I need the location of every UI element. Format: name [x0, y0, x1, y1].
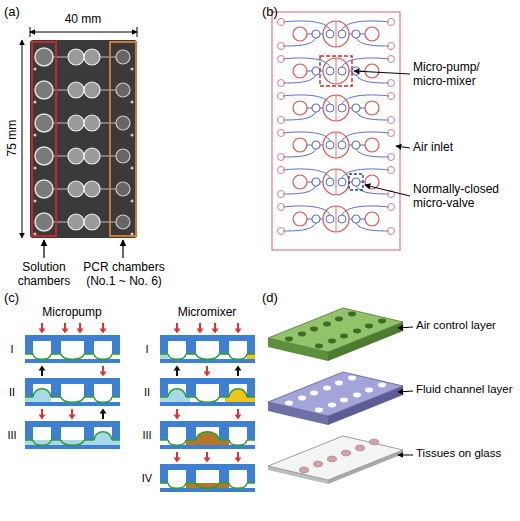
layer-label: Tissues on glass: [416, 447, 520, 461]
panel-label: (b): [262, 4, 292, 20]
layer-label: Fluid channel layer: [416, 383, 520, 397]
dimension-label: 75 mm: [5, 108, 19, 168]
part-label: Micro-pump/ micro-mixer: [413, 60, 513, 89]
step-number: II: [137, 386, 157, 399]
panel-label: (c): [4, 290, 34, 306]
micropump-states: [25, 323, 120, 449]
fluid-channel-layer: [268, 372, 403, 425]
step-number: III: [2, 429, 22, 442]
step-number: I: [137, 343, 157, 356]
leader-lines: [44, 240, 123, 258]
glass-slide: [268, 436, 403, 484]
step-number: II: [2, 386, 22, 399]
device-schematic: [272, 12, 400, 250]
step-number: I: [2, 343, 22, 356]
panel-label: (d): [262, 290, 292, 306]
part-label: Solution chambers: [4, 260, 84, 289]
micromixer-states: [160, 323, 255, 492]
dimension-label: 40 mm: [53, 12, 113, 26]
part-label: Normally-closed micro-valve: [413, 182, 518, 211]
step-number: III: [137, 429, 157, 442]
part-label: Air inlet: [413, 140, 513, 154]
air-control-layer: [268, 308, 403, 361]
device-photo: [30, 40, 137, 238]
part-label: PCR chambers (No.1 ~ No. 6): [78, 260, 170, 289]
step-number: IV: [137, 472, 157, 485]
layer-label: Air control layer: [416, 319, 520, 333]
leader-lines: [398, 327, 413, 455]
leader-lines: [354, 71, 410, 196]
section-heading: Micromixer: [162, 305, 252, 319]
panel-label: (a): [4, 4, 34, 20]
section-heading: Micropump: [27, 305, 117, 319]
dimension-arrows: [22, 27, 137, 238]
